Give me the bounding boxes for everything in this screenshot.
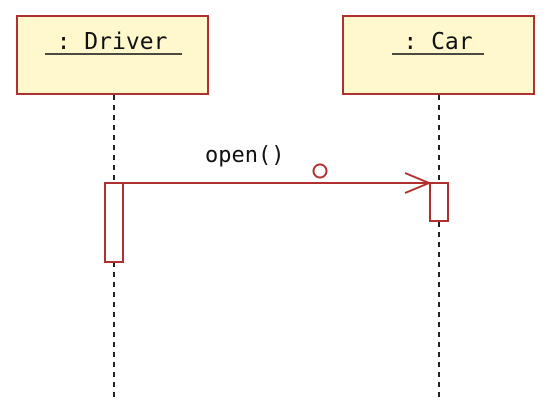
object-car[interactable]: : Car	[342, 15, 535, 95]
message-open[interactable]: open()	[123, 143, 432, 194]
object-driver-label: : Driver	[57, 29, 168, 55]
message-open-label: open()	[205, 143, 284, 168]
object-car-label: : Car	[403, 29, 472, 55]
message-circle-icon	[312, 163, 328, 179]
activation-bar-car[interactable]	[429, 182, 449, 222]
activation-bar-driver[interactable]	[104, 182, 124, 263]
object-driver-box	[16, 15, 209, 95]
object-driver[interactable]: : Driver	[16, 15, 209, 95]
object-car-box	[342, 15, 535, 95]
message-open-arrowhead	[404, 172, 432, 194]
